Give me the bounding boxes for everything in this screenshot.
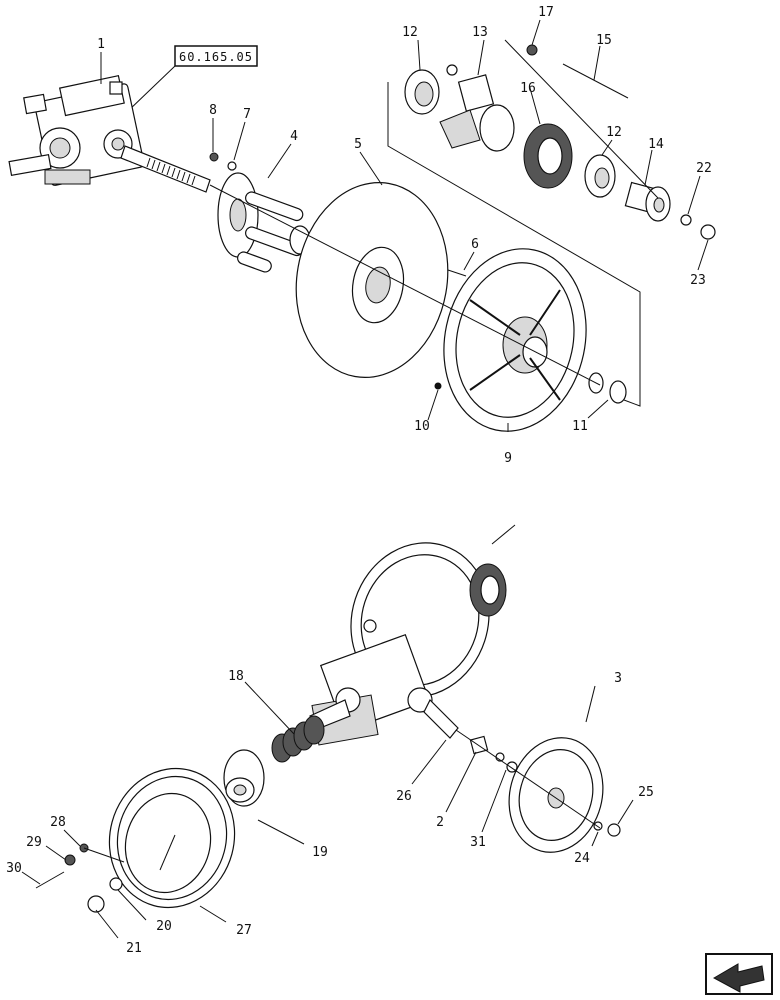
- callout-17: 17: [538, 5, 554, 20]
- callout-4: 4: [290, 129, 298, 144]
- callout-2: 2: [436, 815, 444, 830]
- bolt-axis-line: [504, 39, 659, 199]
- shaft-part: [120, 145, 211, 193]
- nut-part-25: [607, 823, 621, 837]
- nut-part-23: [700, 224, 716, 240]
- callout-12a: 12: [402, 25, 418, 40]
- reference-text: 60.165.05: [179, 50, 253, 64]
- callout-24: 24: [574, 851, 590, 866]
- bolt-part-6: [447, 269, 467, 277]
- callout-18: 18: [228, 669, 244, 684]
- callout-29: 29: [26, 835, 42, 850]
- callout-1: 1: [97, 37, 105, 52]
- callout-7: 7: [243, 107, 251, 122]
- washer-part-29: [64, 854, 76, 866]
- hub-part-19: [223, 749, 265, 807]
- callout-8: 8: [209, 103, 217, 118]
- hub-part-4: [217, 172, 311, 273]
- snap-rings-part-11: [588, 372, 627, 404]
- callout-12b: 12: [606, 125, 622, 140]
- bolt-part-30: [35, 871, 65, 889]
- callout-3: 3: [614, 671, 622, 686]
- spring-part-18: [271, 715, 325, 763]
- callout-5: 5: [354, 137, 362, 152]
- housing-part-13: [439, 64, 515, 152]
- washer-part-20: [109, 877, 123, 891]
- pulley-part-27: [108, 767, 236, 909]
- callout-22: 22: [696, 161, 712, 176]
- callout-21: 21: [126, 941, 142, 956]
- callout-16: 16: [520, 81, 536, 96]
- callout-28: 28: [50, 815, 66, 830]
- callout-13: 13: [472, 25, 488, 40]
- pulley-part-9: [443, 248, 587, 432]
- gearbox-part: [8, 74, 145, 186]
- sprocket-part-16: [523, 123, 573, 189]
- callout-14: 14: [648, 137, 664, 152]
- callout-30: 30: [6, 861, 22, 876]
- callout-25: 25: [638, 785, 654, 800]
- callout-23: 23: [690, 273, 706, 288]
- washer-part-22: [680, 214, 692, 226]
- callout-6: 6: [471, 237, 479, 252]
- callout-20: 20: [156, 919, 172, 934]
- callout-11: 11: [572, 419, 588, 434]
- callout-19: 19: [312, 845, 328, 860]
- callout-31: 31: [470, 835, 486, 850]
- washer-part-24: [593, 821, 603, 831]
- pulley-part-3: [508, 737, 604, 853]
- bearing-part-12a: [404, 69, 440, 115]
- arrow-left-icon[interactable]: [705, 953, 773, 995]
- reference-box[interactable]: 60.165.05: [174, 45, 258, 67]
- assembly-bracket-line: [387, 82, 641, 407]
- bushing-part-2: [469, 735, 489, 755]
- callout-26: 26: [396, 789, 412, 804]
- nut-part-17: [526, 44, 538, 56]
- nut-part-8: [209, 152, 219, 162]
- callout-9: 9: [504, 451, 512, 466]
- collar-part-14: [624, 181, 671, 222]
- grease-fitting-part-10: [434, 382, 442, 390]
- callout-15: 15: [596, 33, 612, 48]
- reference-leader: [126, 65, 176, 113]
- washer-part-7: [227, 161, 237, 171]
- callout-10: 10: [414, 419, 430, 434]
- nut-part-21: [87, 895, 105, 913]
- disc-part-5: [295, 182, 449, 378]
- assembled-unit: [309, 524, 516, 746]
- long-bolt-part-15: [562, 63, 629, 99]
- bearing-part-12b: [584, 154, 616, 198]
- callout-27: 27: [236, 923, 252, 938]
